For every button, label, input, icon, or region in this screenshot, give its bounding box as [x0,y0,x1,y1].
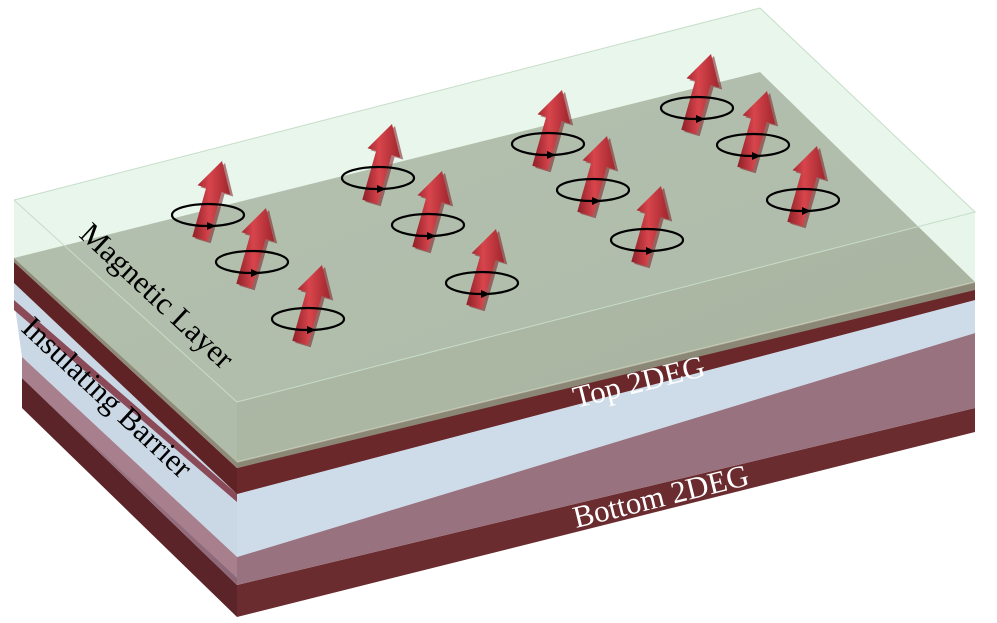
spin-arrow-icon [214,208,290,291]
top-2deg-stripe-right [237,285,975,494]
spin-arrow-shape [577,136,616,217]
spin-arrow-icon [555,136,631,219]
spin-arrow-icon [170,161,246,244]
spin-arrow-shape [192,161,231,242]
barrier-right-face [237,300,975,557]
orbit-direction-icon [427,232,436,240]
orbit-direction-icon [207,222,216,230]
base-stripe-front [22,378,237,617]
overlay-glass [13,7,976,462]
base-stripe-right [237,408,975,617]
orbit-direction-icon [481,290,490,298]
spin-arrow-icon [659,54,735,137]
spin-arrow-shape [362,124,401,205]
spin-arrow-icon [609,186,685,269]
orbit-direction-icon [547,151,556,159]
spin-arrow-icon [765,146,841,229]
overlay-left-face [14,200,237,462]
overlay-top [14,8,975,402]
overlay-right-face [237,212,975,462]
spin-arrow-icon [270,265,346,348]
orbit-direction-icon [307,326,316,334]
orbit-direction-icon [752,152,761,160]
orbit-direction-icon [377,185,386,193]
spin-arrow-shape [466,229,505,310]
spin-arrow-icon [390,171,466,254]
spin-arrow-shape [292,265,331,346]
orbit-direction-icon [251,269,260,277]
spin-arrow-icon [715,91,791,174]
spin-arrow-shape [681,54,720,135]
spin-arrow-icon [444,229,520,312]
spin-arrow-icon [510,90,586,173]
magnetic-layer-front [14,258,237,468]
spin-arrow-shape [631,186,670,267]
spin-arrow-shape [532,90,571,171]
top-2deg-stripe-front [14,262,237,494]
orbit-direction-icon [802,207,811,215]
bottom-2deg-right [237,333,975,585]
spin-arrows [170,54,841,348]
spin-arrow-icon [340,124,416,207]
spin-arrow-shape [412,171,451,252]
barrier-pink-left [22,357,237,578]
top-2deg-stripe [14,262,975,494]
overlay-outline [13,7,976,403]
orbit-direction-icon [646,247,655,255]
orbit-direction-icon [592,197,601,205]
orbit-direction-icon [696,115,705,123]
barrier-dark-stripe-left [14,300,237,502]
spin-arrow-shape [236,208,275,289]
spin-arrow-shape [787,146,826,227]
spin-arrow-shape [737,91,776,172]
magnetic-layer-right-face [237,282,975,468]
